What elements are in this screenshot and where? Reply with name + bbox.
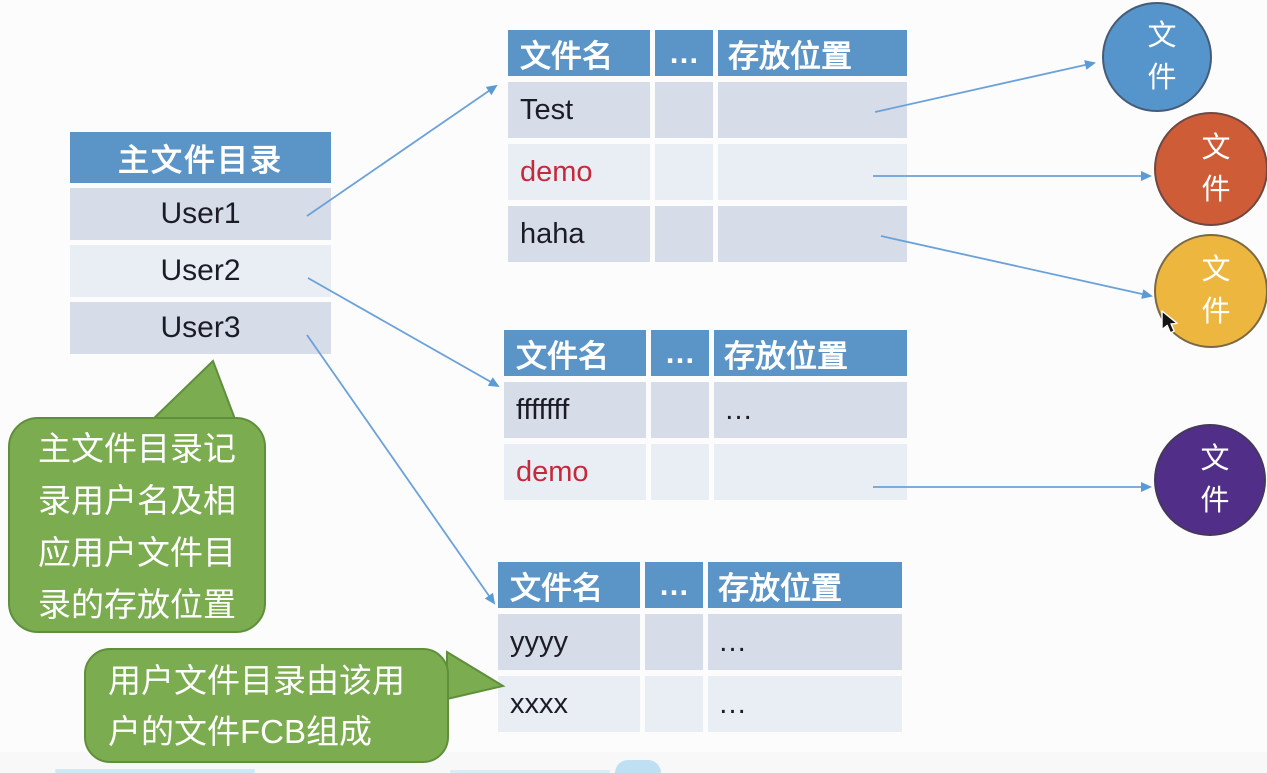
table3-header-ellipsis: … — [645, 562, 703, 608]
master-directory-table: 主文件目录 User1 User2 User3 — [70, 132, 331, 359]
table2-header-ellipsis: … — [651, 330, 709, 376]
file-circle-label: 文件 — [1200, 443, 1230, 517]
arrow-user3-to-table3 — [306, 334, 496, 605]
table-row: demo — [504, 444, 907, 500]
table1-header-filename: 文件名 — [508, 30, 650, 76]
callout-text-line: 录用户名及相 — [38, 482, 236, 519]
table-row: demo — [508, 144, 907, 200]
file-circle-purple: 文件 — [1154, 424, 1266, 536]
file-attr-cell — [655, 144, 713, 200]
file-attr-cell — [655, 206, 713, 262]
table-row: fffffff … — [504, 382, 907, 438]
file-name-cell: Test — [508, 82, 650, 138]
callout-text-line: 主文件目录记 — [38, 430, 236, 467]
table3-header-location: 存放位置 — [708, 562, 902, 608]
table-row: haha — [508, 206, 907, 262]
callout2-tail — [446, 650, 506, 701]
user-file-table-1: 文件名 … 存放位置 Test demo haha — [508, 30, 907, 268]
bottom-fragment — [55, 769, 255, 773]
table3-header-row: 文件名 … 存放位置 — [498, 562, 902, 608]
file-location-cell: … — [708, 614, 902, 670]
master-row-user2: User2 — [70, 245, 331, 297]
master-row-user1: User1 — [70, 188, 331, 240]
file-attr-cell — [655, 82, 713, 138]
file-location-cell — [714, 444, 907, 500]
table-row: yyyy … — [498, 614, 902, 670]
table-row: Test — [508, 82, 907, 138]
bottom-fragment — [450, 770, 610, 773]
file-location-cell: … — [708, 676, 902, 732]
file-name-cell: fffffff — [504, 382, 646, 438]
user-file-table-2: 文件名 … 存放位置 fffffff … demo — [504, 330, 907, 506]
file-circle-orange: 文件 — [1154, 112, 1267, 226]
table2-header-location: 存放位置 — [714, 330, 907, 376]
file-location-cell — [718, 82, 907, 138]
callout-text-line: 录的存放位置 — [38, 586, 236, 623]
master-directory-header: 主文件目录 — [70, 132, 331, 183]
arrow-user1-to-table1 — [306, 84, 498, 217]
table2-header-row: 文件名 … 存放位置 — [504, 330, 907, 376]
table1-header-ellipsis: … — [655, 30, 713, 76]
file-circle-label: 文件 — [1147, 20, 1177, 94]
file-attr-cell — [645, 614, 703, 670]
file-circle-label: 文件 — [1201, 132, 1231, 206]
file-location-cell — [718, 206, 907, 262]
arrow-haha-to-file — [880, 235, 1153, 299]
table2-header-filename: 文件名 — [504, 330, 646, 376]
file-circle-blue: 文件 — [1102, 2, 1212, 112]
file-circle-label: 文件 — [1201, 254, 1231, 328]
file-attr-cell — [651, 382, 709, 438]
bottom-fragment — [615, 760, 661, 773]
file-location-cell — [718, 144, 907, 200]
file-name-cell: haha — [508, 206, 650, 262]
file-circle-yellow: 文件 — [1154, 234, 1267, 348]
callout-master-directory: 主文件目录记 录用户名及相 应用户文件目 录的存放位置 — [8, 417, 266, 633]
master-row-user3: User3 — [70, 302, 331, 354]
callout-text-line: 应用户文件目 — [38, 534, 236, 571]
file-location-cell: … — [714, 382, 907, 438]
callout-text-line: 用户文件目录由该用 — [108, 662, 405, 699]
table1-header-row: 文件名 … 存放位置 — [508, 30, 907, 76]
user-file-table-3: 文件名 … 存放位置 yyyy … xxxx … — [498, 562, 902, 738]
callout-user-directory: 用户文件目录由该用 户的文件FCB组成 — [84, 648, 449, 763]
table1-header-location: 存放位置 — [718, 30, 907, 76]
callout-text-line: 户的文件FCB组成 — [108, 713, 372, 750]
table-row: xxxx … — [498, 676, 902, 732]
file-name-cell: yyyy — [498, 614, 640, 670]
table3-header-filename: 文件名 — [498, 562, 640, 608]
file-name-cell: demo — [504, 444, 646, 500]
file-attr-cell — [651, 444, 709, 500]
arrow-test-to-file — [874, 60, 1096, 113]
file-name-cell: demo — [508, 144, 650, 200]
file-attr-cell — [645, 676, 703, 732]
arrow-user2-to-table2 — [307, 277, 500, 387]
file-name-cell: xxxx — [498, 676, 640, 732]
